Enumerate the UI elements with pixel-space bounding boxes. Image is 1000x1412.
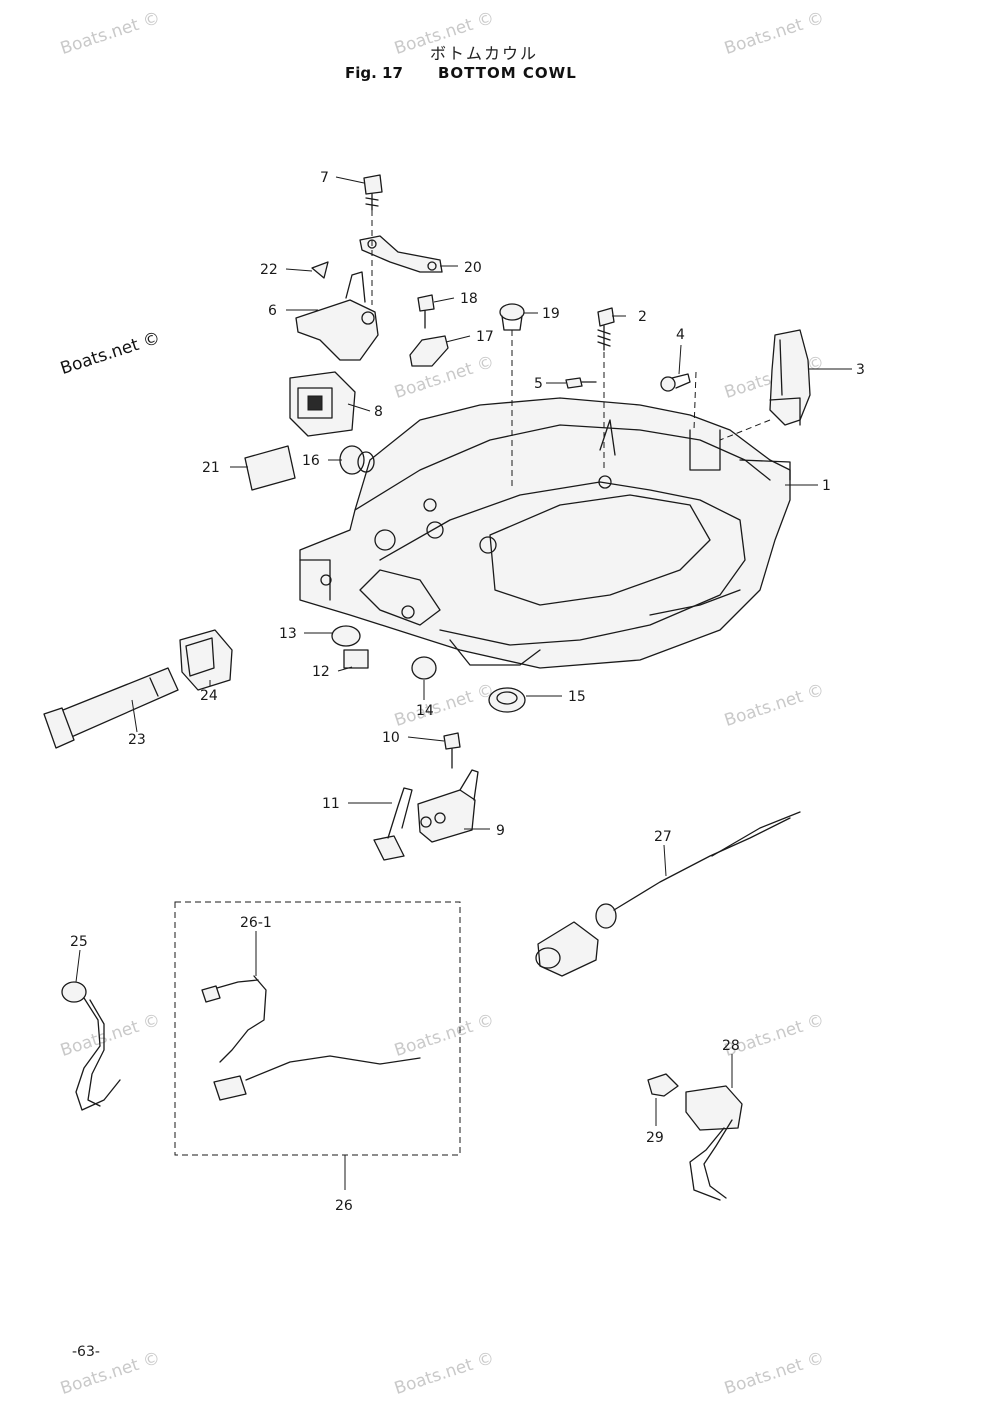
callout-20: 20 xyxy=(464,260,482,276)
part-bolt-2 xyxy=(597,307,615,351)
part-plug-19 xyxy=(499,303,525,331)
figure-title: BOTTOM COWL xyxy=(438,64,577,82)
callout-13: 13 xyxy=(279,626,297,642)
callout-6: 6 xyxy=(268,303,277,319)
leader-lines xyxy=(75,176,852,1190)
part-switch-cover-8 xyxy=(289,371,356,437)
callout-1: 1 xyxy=(822,478,831,494)
callout-23: 23 xyxy=(128,732,146,748)
callout-9: 9 xyxy=(496,823,505,839)
callout-12: 12 xyxy=(312,664,330,680)
part-cap-14 xyxy=(411,656,437,680)
page-number: -63- xyxy=(72,1344,100,1360)
part-plate-17 xyxy=(409,335,449,367)
callout-14: 14 xyxy=(416,703,434,719)
part-bolt-10 xyxy=(443,732,461,769)
callout-4: 4 xyxy=(676,327,685,343)
part-collar-24 xyxy=(179,629,233,691)
part-tube-23 xyxy=(43,667,179,749)
part-label-21 xyxy=(244,445,296,491)
callout-21: 21 xyxy=(202,460,220,476)
part-bolt-18 xyxy=(417,294,435,329)
callout-17: 17 xyxy=(476,329,494,345)
kit-box-26 xyxy=(174,901,461,1156)
part-grommet-13 xyxy=(331,625,361,647)
callout-3: 3 xyxy=(856,362,865,378)
callout-16: 16 xyxy=(302,453,320,469)
callout-22: 22 xyxy=(260,262,278,278)
callout-28: 28 xyxy=(722,1038,740,1054)
part-switch-28 xyxy=(685,1085,743,1201)
japanese-title: ボトムカウル xyxy=(430,44,539,63)
part-bolt-7 xyxy=(363,174,383,211)
callout-26: 26 xyxy=(335,1198,353,1214)
callout-27: 27 xyxy=(654,829,672,845)
part-screw-5 xyxy=(565,377,597,389)
callout-24: 24 xyxy=(200,688,218,704)
part-ring-grommet-15 xyxy=(488,687,526,713)
callout-11: 11 xyxy=(322,796,340,812)
part-screw-4 xyxy=(660,373,691,392)
callout-10: 10 xyxy=(382,730,400,746)
part-bracket-6 xyxy=(295,271,379,361)
callout-18: 18 xyxy=(460,291,478,307)
part-clip-29 xyxy=(647,1073,679,1097)
figure-number: Fig. 17 xyxy=(345,64,403,82)
part-switch-27 xyxy=(535,811,801,977)
part-bracket-11 xyxy=(373,787,413,861)
part-cable-25 xyxy=(61,981,121,1111)
callout-19: 19 xyxy=(542,306,560,322)
part-switch-9 xyxy=(417,769,479,843)
part-lever xyxy=(769,329,811,426)
callout-29: 29 xyxy=(646,1130,664,1146)
part-bottom-cowl xyxy=(299,397,791,669)
part-plate-20 xyxy=(359,235,443,273)
callout-2: 2 xyxy=(638,309,647,325)
callout-26-1: 26-1 xyxy=(240,915,272,931)
callout-15: 15 xyxy=(568,689,586,705)
callout-5: 5 xyxy=(534,376,543,392)
callout-25: 25 xyxy=(70,934,88,950)
callout-8: 8 xyxy=(374,404,383,420)
part-clip-22 xyxy=(311,261,329,279)
part-block-12 xyxy=(343,649,369,669)
callout-7: 7 xyxy=(320,170,329,186)
